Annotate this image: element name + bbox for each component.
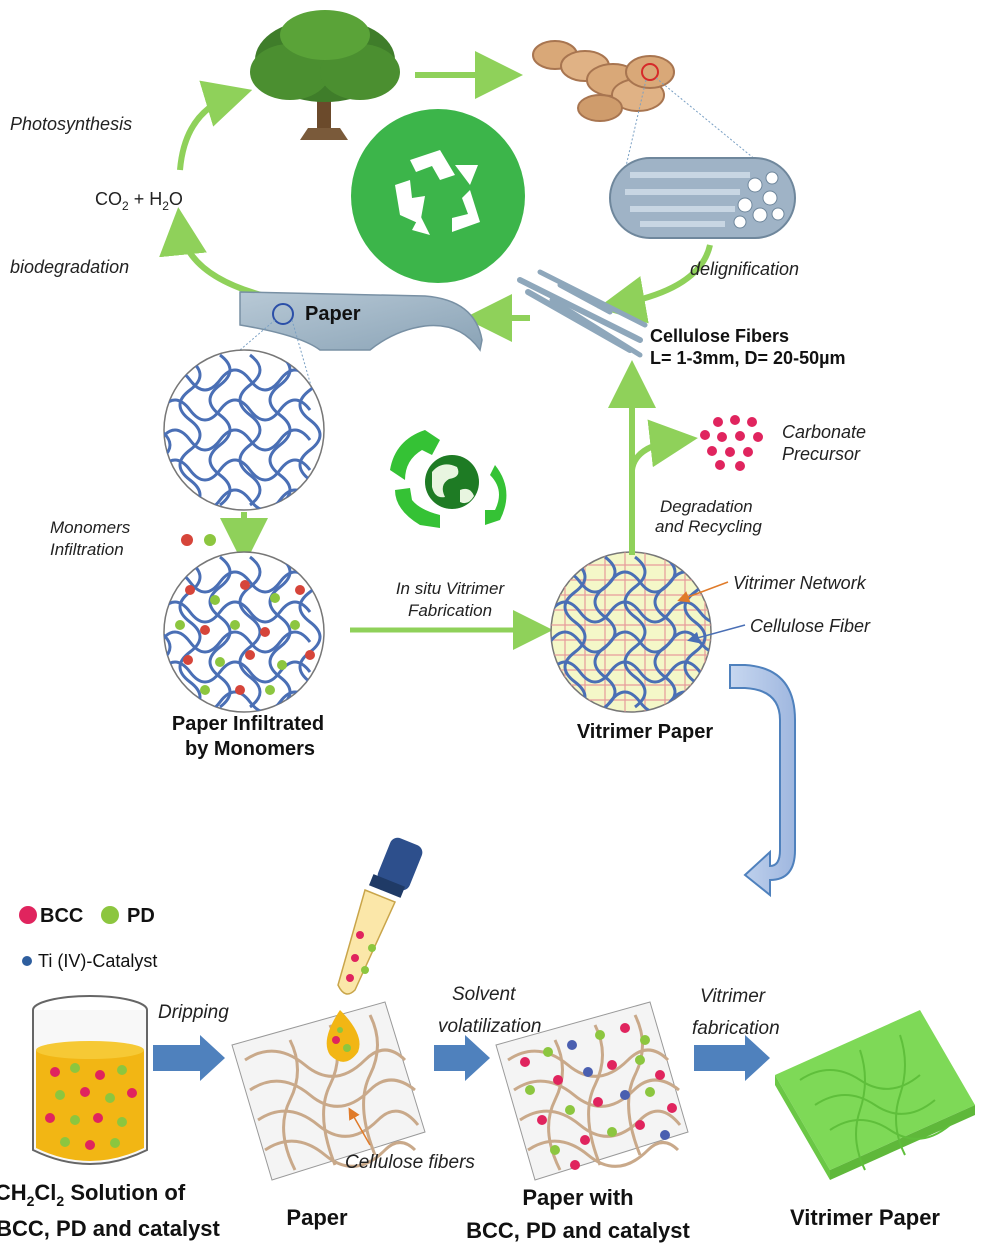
- pd-legend-dot: [101, 906, 119, 924]
- legend-pd: PD: [127, 905, 155, 927]
- cellulose-fibers-label: Cellulose fibers: [345, 1152, 475, 1173]
- arrow-delignification: [597, 244, 713, 324]
- fiber-bundle-icon: [609, 157, 796, 239]
- paper-fibers-sheet: [231, 1001, 426, 1181]
- droplet-icon: [326, 1010, 360, 1062]
- carbonate-line2: Precursor: [782, 444, 861, 464]
- carbonate-line1: Carbonate: [782, 422, 866, 442]
- legend-bcc: BCC: [40, 905, 83, 927]
- arrow-dripping: [153, 1035, 225, 1081]
- pointer-cellulose-fibers: [348, 1107, 371, 1146]
- cellulose-fibers-title: Cellulose Fibers: [650, 326, 789, 346]
- in-situ-line2: Fabrication: [408, 601, 492, 620]
- paper-with-line1: Paper with: [522, 1185, 633, 1210]
- solvent-line1: Solvent: [452, 984, 516, 1005]
- vitrimer-fab-line1: Vitrimer: [700, 986, 766, 1007]
- pointer-cellulose-fiber: [687, 624, 746, 644]
- paper-caption: Paper: [286, 1205, 348, 1230]
- bcc-legend-dot: [19, 906, 37, 924]
- monomers-infiltration-line1: Monomers: [50, 518, 131, 537]
- vitrimer-paper-caption: Vitrimer Paper: [790, 1205, 940, 1230]
- solvent-line2: volatilization: [438, 1016, 542, 1037]
- paper-infiltrated-line1: Paper Infiltrated: [172, 713, 324, 735]
- cellulose-fibers-dims: L= 1-3mm, D= 20-50µm: [650, 348, 845, 368]
- solution-line2: BCC, PD and catalyst: [0, 1216, 221, 1241]
- paper-label: Paper: [305, 303, 361, 325]
- co2-h2o-label: CO2 + H2O: [95, 189, 183, 213]
- paper-sheet-icon: [239, 291, 483, 352]
- recycle-icon: [351, 109, 525, 283]
- pointer-vitrimer-network: [677, 581, 729, 603]
- arrow-vitrimer-fabrication: [694, 1035, 770, 1081]
- vitrimer-paper-sheet: [775, 1010, 975, 1180]
- photosynthesis-label: Photosynthesis: [10, 114, 132, 134]
- dropper-icon: [337, 837, 423, 995]
- wood-slices-icon: [532, 40, 675, 122]
- delignification-label: delignification: [690, 259, 799, 279]
- bcc-dot: [181, 534, 193, 546]
- cellulose-fibers-icon: [517, 269, 648, 358]
- arrow-solvent-volatilization: [434, 1035, 490, 1081]
- monomers-infiltration-line2: Infiltration: [50, 540, 124, 559]
- cellulose-fiber-label: Cellulose Fiber: [750, 616, 871, 636]
- vitrimer-network-label: Vitrimer Network: [733, 573, 867, 593]
- vitrimer-paper-label: Vitrimer Paper: [577, 721, 714, 743]
- zoom-line: [619, 79, 647, 193]
- biodegradation-label: biodegradation: [10, 257, 129, 277]
- in-situ-line1: In situ Vitrimer: [396, 579, 506, 598]
- infiltrated-mesh-circle: [163, 551, 325, 713]
- vitrimer-network-circle: [550, 551, 712, 713]
- beaker-icon: [32, 995, 148, 1165]
- tree-icon: [250, 10, 400, 140]
- vitrimer-fab-line2: fabrication: [692, 1018, 780, 1039]
- degradation-line2: and Recycling: [655, 517, 762, 536]
- recycle-globe-icon: [390, 430, 507, 528]
- degradation-line1: Degradation: [660, 497, 753, 516]
- big-blue-arrow: [729, 664, 796, 898]
- arrow-biodegradation-up: [159, 207, 266, 299]
- paper-infiltrated-line2: by Monomers: [185, 738, 315, 760]
- catalyst-legend-dot: [22, 956, 32, 966]
- fiber-mesh-circle: [163, 349, 325, 511]
- dripping-label: Dripping: [158, 1002, 229, 1023]
- paper-with-monomers-sheet: [495, 1001, 689, 1181]
- arrow-photosynthesis-up: [177, 80, 253, 171]
- arrow-to-carbonate: [629, 419, 698, 471]
- legend-ti: Ti (IV)-Catalyst: [38, 951, 157, 971]
- solution-line1: CH2Cl2 Solution of: [0, 1180, 186, 1209]
- paper-with-line2: BCC, PD and catalyst: [466, 1218, 690, 1243]
- carbonate-precursor-dots: [700, 415, 763, 471]
- pd-dot: [204, 534, 216, 546]
